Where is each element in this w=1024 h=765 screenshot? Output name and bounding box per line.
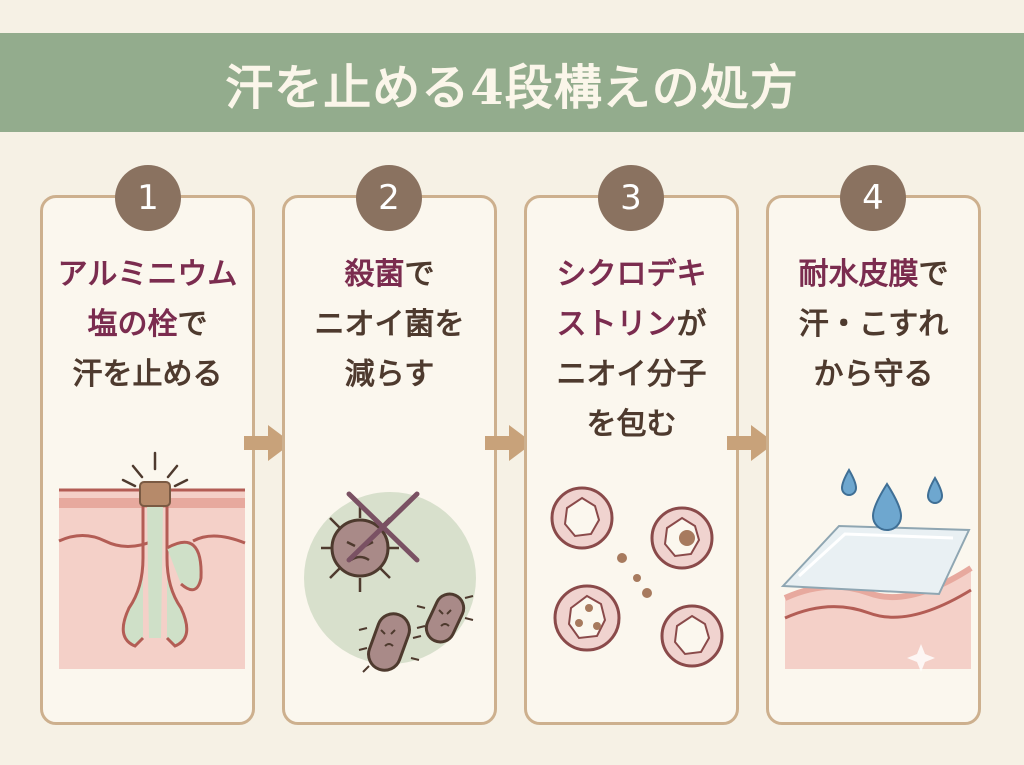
step-4-line-3-rest: から守る bbox=[813, 357, 934, 392]
step-1-text: アルミニウム 塩の栓で 汗を止める bbox=[43, 250, 252, 400]
step-card-3: シクロデキ ストリンが ニオイ分子 を包む bbox=[524, 195, 739, 725]
step-3-line-2-rest: が bbox=[676, 307, 707, 342]
step-3-line-2-highlight: ストリン bbox=[556, 307, 677, 342]
step-3-text: シクロデキ ストリンが ニオイ分子 を包む bbox=[527, 250, 736, 450]
sweat-pore-plug-illustration bbox=[58, 451, 246, 669]
arrow-right-icon bbox=[727, 425, 775, 461]
step-1-line-2-highlight: 塩の栓 bbox=[87, 307, 178, 342]
step-card-4: 耐水皮膜で 汗・こすれ から守る bbox=[766, 195, 981, 725]
step-card-2: 殺菌で ニオイ菌を 減らす bbox=[282, 195, 497, 725]
step-4-text: 耐水皮膜で 汗・こすれ から守る bbox=[769, 250, 978, 400]
step-1-line-2-rest: で bbox=[177, 307, 208, 342]
step-4-badge: 4 bbox=[840, 165, 906, 231]
step-3-line-3-rest: ニオイ分子 bbox=[556, 357, 707, 392]
step-4-line-1-highlight: 耐水皮膜 bbox=[798, 257, 919, 292]
step-2-line-1-highlight: 殺菌 bbox=[344, 257, 405, 292]
step-3-badge: 3 bbox=[598, 165, 664, 231]
step-1-line-1-highlight: アルミニウム bbox=[57, 257, 238, 292]
step-4-line-1-rest: で bbox=[918, 257, 949, 292]
step-1-badge: 1 bbox=[115, 165, 181, 231]
step-2-text: 殺菌で ニオイ菌を 減らす bbox=[285, 250, 494, 400]
step-2-line-2-rest: ニオイ菌を bbox=[314, 307, 465, 342]
step-2-badge: 2 bbox=[356, 165, 422, 231]
step-3-line-4-rest: を包む bbox=[586, 407, 677, 442]
page-title: 汗を止める4段構えの処方 bbox=[225, 59, 799, 116]
bacteria-kill-illustration bbox=[304, 491, 476, 673]
step-1-line-3-rest: 汗を止める bbox=[72, 357, 223, 392]
step-3-line-1-highlight: シクロデキ bbox=[556, 257, 707, 292]
water-resistant-film-illustration bbox=[780, 468, 973, 672]
arrow-right-icon bbox=[244, 425, 292, 461]
arrow-right-icon bbox=[485, 425, 533, 461]
step-2-line-3-rest: 減らす bbox=[344, 357, 435, 392]
cyclodextrin-molecules-illustration bbox=[550, 486, 724, 668]
step-card-1: アルミニウム 塩の栓で 汗を止める bbox=[40, 195, 255, 725]
step-2-line-1-rest: で bbox=[404, 257, 435, 292]
step-4-line-2-rest: 汗・こすれ bbox=[798, 307, 949, 342]
title-banner: 汗を止める4段構えの処方 bbox=[0, 33, 1024, 132]
